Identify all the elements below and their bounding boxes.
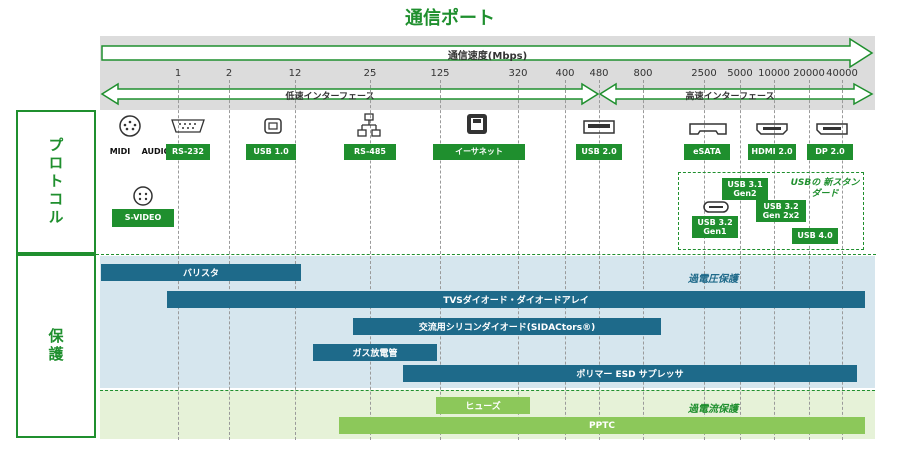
protocol-rs232: RS-232 [166,144,210,160]
bar-polymer-esd: ポリマー ESD サプレッサ [403,365,857,382]
grid-line [229,80,230,440]
overvoltage-label: 過電圧保護 [688,274,738,285]
tick-label: 1 [174,68,182,79]
speed-arrows [100,37,874,106]
db9-serial-icon [171,119,205,133]
protection-side-label: 保護 [16,254,96,438]
protocol-rs485: RS-485 [344,144,396,160]
midi-din-icon [119,115,141,137]
grid-line [643,80,644,440]
protocol-audio: AUDIO [141,147,171,157]
protocol-ethernet: イーサネット [433,144,525,160]
grid-line [740,80,741,440]
high-speed-label: 高速インターフェース [685,92,775,102]
bar-tvs-diode: TVSダイオード・ダイオードアレイ [167,291,865,308]
tick-label: 320 [508,68,528,79]
protocol-hdmi: HDMI 2.0 [748,144,796,160]
tick-label: 2 [225,68,233,79]
network-topology-icon [357,113,381,137]
bar-sidactor: 交流用シリコンダイオード(SIDACtors®) [353,318,661,335]
bar-gas-discharge-tube: ガス放電管 [313,344,437,361]
diagram-title: 通信ポート [405,8,495,29]
protocol-dp: DP 2.0 [807,144,853,160]
protocol-usb1: USB 1.0 [246,144,296,160]
protocol-esata: eSATA [684,144,730,160]
tick-label: 125 [430,68,450,79]
protocol-usb31: USB 3.1 Gen2 [722,178,768,200]
tick-label: 400 [555,68,575,79]
tick-label: 5000 [727,68,753,79]
overcurrent-label: 過電流保護 [688,404,738,415]
esata-port-icon [689,123,727,135]
grid-line [518,80,519,440]
ethernet-port-icon [467,114,487,134]
usb-new-standard-group [678,172,864,250]
section-divider [96,254,876,255]
usb-b-port-icon [264,118,282,134]
grid-line [809,80,810,440]
speed-label: 通信速度(Mbps) [447,51,528,62]
tick-label: 800 [633,68,653,79]
protocol-side-label: プロトコル [16,110,96,254]
low-speed-label: 低速インターフェース [285,92,375,102]
protocol-midi: MIDI [109,147,131,157]
bar-varistor: バリスタ [101,264,301,281]
protocol-usb2: USB 2.0 [576,144,622,160]
grid-line [370,80,371,440]
tick-label: 10000 [758,68,790,79]
protocol-svideo: S-VIDEO [112,209,174,227]
grid-line [565,80,566,440]
grid-line [178,80,179,440]
grid-line [842,80,843,440]
protocol-usb4: USB 4.0 [792,228,838,244]
hdmi-port-icon [756,123,788,135]
usb-c-port-icon [703,201,729,213]
grid-line [440,80,441,440]
svideo-port-icon [133,186,153,206]
usb-a-port-icon [583,120,615,134]
tick-label: 20000 [793,68,825,79]
protocol-usb32g2: USB 3.2 Gen 2x2 [756,200,806,222]
protocol-usb32g1: USB 3.2 Gen1 [692,216,738,238]
bar-pptc: PPTC [339,417,865,434]
tick-label: 25 [363,68,377,79]
bar-fuse: ヒューズ [436,397,530,414]
new-standard-label: USBの 新スタンダード [790,178,860,199]
tick-label: 480 [589,68,609,79]
grid-line [295,80,296,440]
tick-label: 40000 [826,68,858,79]
grid-line [599,80,600,440]
tick-label: 12 [288,68,302,79]
tick-label: 2500 [691,68,717,79]
grid-line [774,80,775,440]
displayport-icon [816,123,848,135]
grid-line [704,80,705,440]
